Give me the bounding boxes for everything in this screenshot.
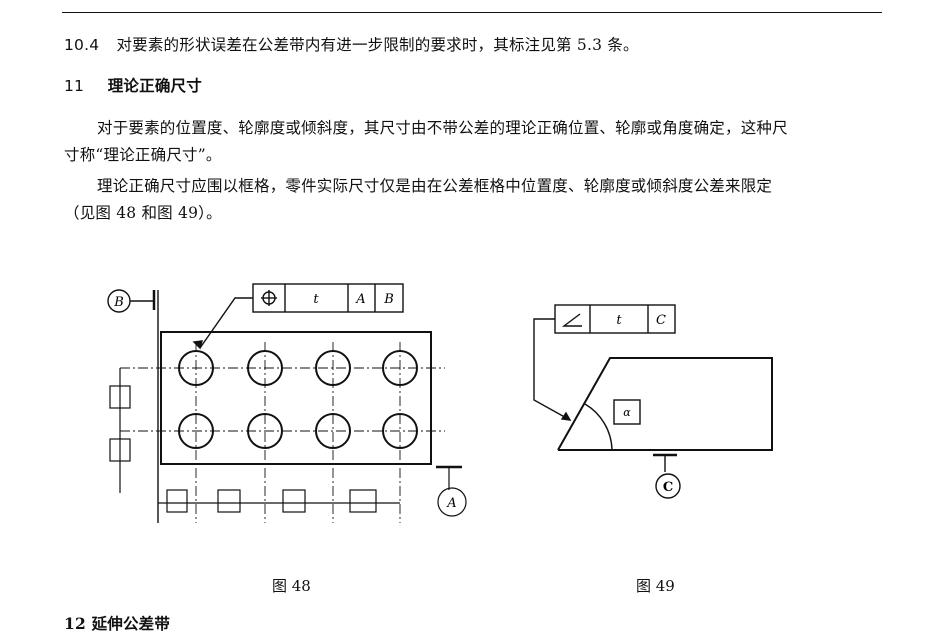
fig48-frame-datum-a: A <box>355 292 365 307</box>
section-11-heading: 11 理论正确尺寸 <box>64 74 202 96</box>
fig49-frame-datum-c: C <box>656 313 666 328</box>
header-rule <box>62 12 882 13</box>
para2-line1: 理论正确尺寸应围以框格，零件实际尺寸仅是由在公差框格中位置度、轮廓度或倾斜度公差… <box>97 177 773 195</box>
fig48-datum-a-label: A <box>446 496 456 511</box>
para1-line1: 对于要素的位置度、轮廓度或倾斜度，其尺寸由不带公差的理论正确位置、轮廓或角度确定… <box>97 119 788 137</box>
figure-49: t C α C <box>533 304 773 499</box>
fig48-datum-b-label: B <box>113 295 124 310</box>
fig49-angle-label: α <box>623 406 631 419</box>
fig49-frame-tolerance: t <box>616 313 622 328</box>
section-10-4-text: 对要素的形状误差在公差带内有进一步限制的要求时，其标注见第 5.3 条。 <box>116 36 639 54</box>
fig48-frame-datum-b: B <box>383 292 394 307</box>
datum-a-circle <box>437 487 467 517</box>
section-12-partial-heading: 12 延伸公差带 <box>64 614 171 633</box>
angularity-symbol-icon <box>561 313 582 327</box>
para2-line2: （见图 48 和图 49）。 <box>64 204 222 222</box>
figure-48: B t A B A <box>107 283 467 523</box>
fig49-leader <box>533 318 571 421</box>
angle-arc <box>584 403 613 451</box>
figure-48-caption: 图 48 <box>272 577 311 595</box>
fig48-frame-tolerance: t <box>313 292 319 307</box>
section-11-number: 11 <box>64 77 85 95</box>
figure-49-caption: 图 49 <box>636 577 675 595</box>
para1-line2: 寸称“理论正确尺寸”。 <box>64 146 222 164</box>
fig48-part-outline <box>160 331 432 465</box>
section-10-4-line: 10.4 对要素的形状误差在公差带内有进一步限制的要求时，其标注见第 5.3 条… <box>64 33 639 55</box>
angle-box <box>613 399 641 425</box>
section-10-4-number: 10.4 <box>64 36 100 54</box>
fig49-part-outline <box>557 357 773 451</box>
datum-c-circle <box>655 473 681 499</box>
fig48-leader <box>199 297 253 349</box>
fig49-datum-c-label: C <box>663 480 673 495</box>
section-11-title: 理论正确尺寸 <box>107 76 202 95</box>
